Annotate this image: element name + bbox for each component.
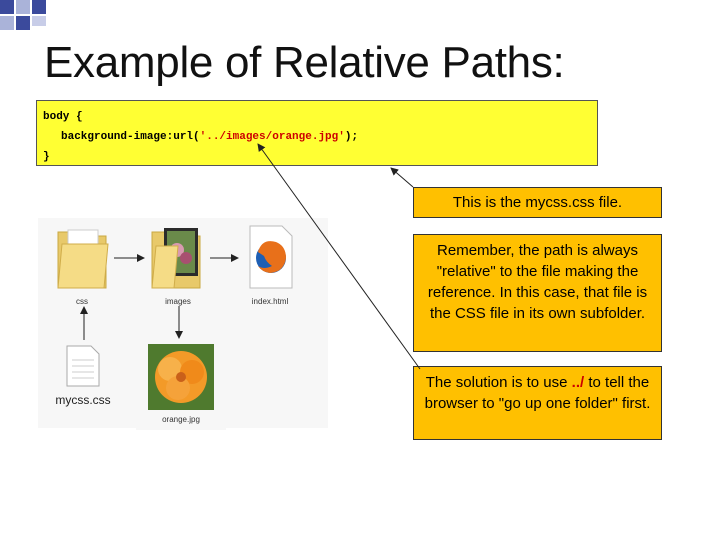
css-folder: css — [52, 222, 112, 306]
code-line-1: body { — [43, 111, 83, 123]
folder-icon — [57, 229, 109, 289]
index-file: index.html — [240, 222, 300, 306]
code-url-string: '../images/orange.jpg' — [199, 131, 345, 143]
code-line-2: background-image:url('../images/orange.j… — [43, 127, 597, 147]
code-box: body { background-image:url('../images/o… — [36, 100, 598, 166]
orange-flower-thumbnail — [148, 344, 214, 410]
solution-text-after: to tell the browser to "go up one folder… — [424, 374, 651, 412]
firefox-file-icon — [249, 225, 293, 289]
index-file-label: index.html — [251, 297, 289, 306]
solution-code: ../ — [571, 374, 585, 391]
code-property: background-image:url( — [61, 131, 200, 143]
slide-title: Example of Relative Paths: — [44, 38, 565, 87]
css-folder-label: css — [76, 297, 88, 306]
images-folder: images — [148, 222, 208, 306]
mycss-file-label: mycss.css — [55, 393, 111, 407]
pointer-solution-to-code — [257, 143, 421, 370]
mycss-file: mycss.css — [50, 344, 116, 407]
text-file-icon — [66, 345, 100, 387]
code-line-3: } — [43, 151, 50, 163]
callout-remember-note: Remember, the path is always "relative" … — [413, 234, 662, 352]
code-line-end: ); — [344, 131, 359, 143]
images-folder-label: images — [165, 297, 191, 306]
orange-image-file: orange.jpg — [146, 344, 216, 424]
callout-file-note: This is the mycss.css file. — [413, 187, 662, 218]
image-folder-icon — [151, 228, 201, 289]
orange-image-label: orange.jpg — [162, 415, 200, 424]
pointer-file-note-to-code — [390, 167, 414, 188]
solution-text-before: The solution is to use — [425, 374, 572, 391]
callout-solution-note: The solution is to use ../ to tell the b… — [413, 366, 662, 440]
decorative-squares — [0, 0, 60, 40]
